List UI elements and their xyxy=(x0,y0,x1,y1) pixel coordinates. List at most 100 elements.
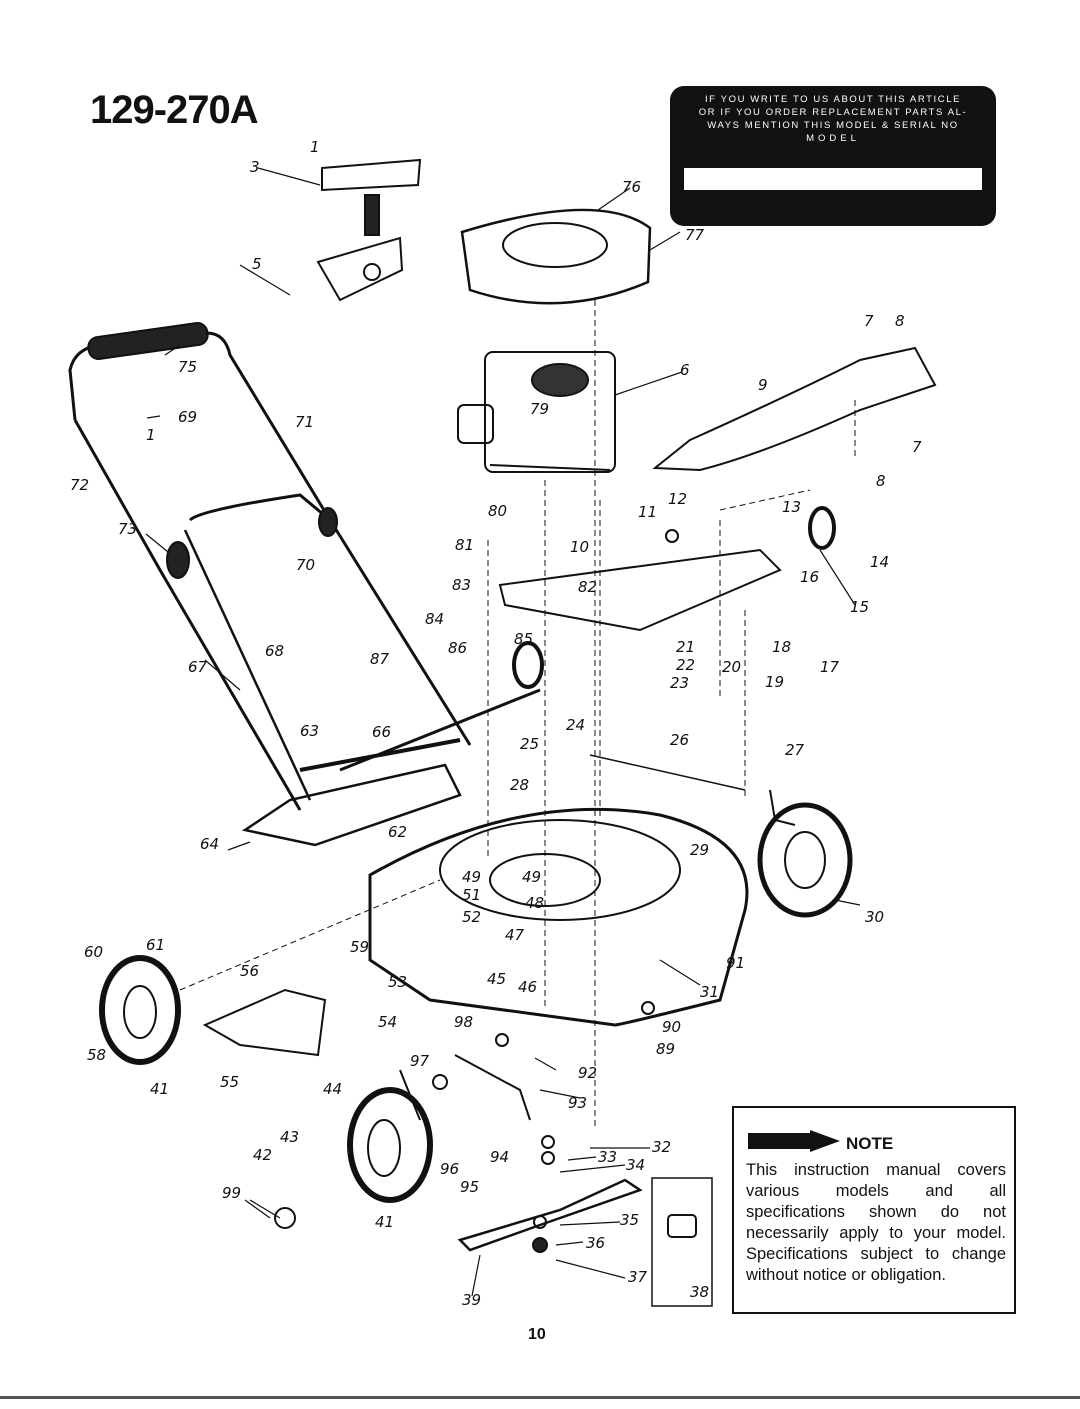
callout: 84 xyxy=(425,610,445,628)
callout: 39 xyxy=(462,1291,482,1309)
callout: 25 xyxy=(520,735,540,753)
callout: 61 xyxy=(146,936,166,954)
callout: 66 xyxy=(372,723,392,741)
callout: 34 xyxy=(626,1156,646,1174)
callout: 36 xyxy=(586,1234,606,1252)
front-right-wheel xyxy=(757,802,853,918)
callout: 67 xyxy=(188,658,208,676)
callout: 10 xyxy=(570,538,590,556)
callout: 79 xyxy=(530,400,550,418)
front-axle-rod xyxy=(589,754,746,791)
rear-axle xyxy=(339,688,541,772)
callout: 73 xyxy=(118,520,138,538)
callout: 41 xyxy=(150,1080,170,1098)
handle-knob-right xyxy=(318,507,338,537)
callout: 76 xyxy=(622,178,642,196)
callout: 26 xyxy=(670,731,690,749)
upper-handle xyxy=(68,331,332,521)
callout: 93 xyxy=(568,1094,588,1112)
callout: 9 xyxy=(758,376,768,394)
rear-right-wheel xyxy=(347,1087,433,1203)
callout: 72 xyxy=(70,476,90,494)
plate-line-3: WAYS MENTION THIS MODEL & SERIAL NO xyxy=(707,120,959,131)
callout: 3 xyxy=(250,158,260,176)
callout: 24 xyxy=(566,716,586,734)
callout: 17 xyxy=(820,658,840,676)
callout: 60 xyxy=(84,943,104,961)
callout: 63 xyxy=(300,722,320,740)
callout: 51 xyxy=(462,886,482,904)
callout: 96 xyxy=(440,1160,460,1178)
callout: 1 xyxy=(310,138,320,156)
callout: 5 xyxy=(252,255,262,273)
handle-inner-frame xyxy=(183,529,312,801)
page-number: 10 xyxy=(528,1326,546,1343)
callout: 62 xyxy=(388,823,408,841)
callout: 21 xyxy=(676,638,696,656)
callout: 70 xyxy=(296,556,316,574)
callout: 27 xyxy=(785,741,805,759)
handle-knob-left xyxy=(166,541,190,579)
leader-lines xyxy=(145,167,861,1297)
assembly-guide-lines xyxy=(179,300,856,1130)
callout: 59 xyxy=(350,938,370,956)
callout: 41 xyxy=(375,1213,395,1231)
rear-left-wheel xyxy=(99,955,181,1065)
callout: 97 xyxy=(410,1052,430,1070)
plate-line-2: OR IF YOU ORDER REPLACEMENT PARTS AL- xyxy=(698,107,968,118)
callout: 56 xyxy=(240,962,260,980)
note-box: NOTE This instruction manual covers vari… xyxy=(732,1106,1016,1314)
callout: 98 xyxy=(454,1013,474,1031)
note-text: This instruction manual covers various m… xyxy=(746,1161,1006,1284)
callout: 49 xyxy=(462,868,482,886)
callout: 49 xyxy=(522,868,542,886)
height-adjust-bracket xyxy=(321,158,422,192)
callout: 86 xyxy=(448,639,468,657)
blade-adapter-inset xyxy=(651,1177,713,1307)
model-number-title: 129-270A xyxy=(90,88,259,132)
callout: 81 xyxy=(455,536,475,554)
arrow-right-icon xyxy=(748,1130,840,1152)
lower-handle-right xyxy=(188,493,472,746)
chassis-frame xyxy=(498,548,782,632)
callout: 23 xyxy=(670,674,690,692)
callout: 32 xyxy=(652,1138,672,1156)
callout: 99 xyxy=(222,1184,242,1202)
callout: 48 xyxy=(525,894,545,912)
callout: 20 xyxy=(722,658,742,676)
cutting-blade xyxy=(457,1178,643,1252)
callout: 85 xyxy=(514,630,534,648)
callout: 77 xyxy=(685,226,705,244)
callout: 15 xyxy=(850,598,870,616)
callout: 30 xyxy=(865,908,885,926)
callout: 80 xyxy=(488,502,508,520)
callout: 33 xyxy=(598,1148,618,1166)
callout: 7 xyxy=(864,312,874,330)
callout: 64 xyxy=(200,835,220,853)
callout: 47 xyxy=(505,926,525,944)
callout: 68 xyxy=(265,642,285,660)
callout: 54 xyxy=(378,1013,398,1031)
callout: 31 xyxy=(700,983,720,1001)
callout: 44 xyxy=(323,1080,343,1098)
callout: 53 xyxy=(388,973,408,991)
callout: 7 xyxy=(912,438,922,456)
lower-handle-left xyxy=(73,419,302,811)
handle-grip xyxy=(87,322,209,360)
callout: 1 xyxy=(146,426,156,444)
axle-wheel-right xyxy=(808,506,836,550)
callout: 8 xyxy=(876,472,886,490)
axle-wheel-left xyxy=(512,641,544,689)
callout: 94 xyxy=(490,1148,510,1166)
callout: 28 xyxy=(510,776,530,794)
callout: 29 xyxy=(690,841,710,859)
callout: 14 xyxy=(870,553,890,571)
callout: 83 xyxy=(452,576,472,594)
callout: 8 xyxy=(895,312,905,330)
plate-model-label: MODEL xyxy=(806,133,860,144)
engine-cover xyxy=(460,208,652,305)
callout: 13 xyxy=(782,498,802,516)
engine-cover-opening xyxy=(502,222,608,268)
engine xyxy=(457,351,616,473)
